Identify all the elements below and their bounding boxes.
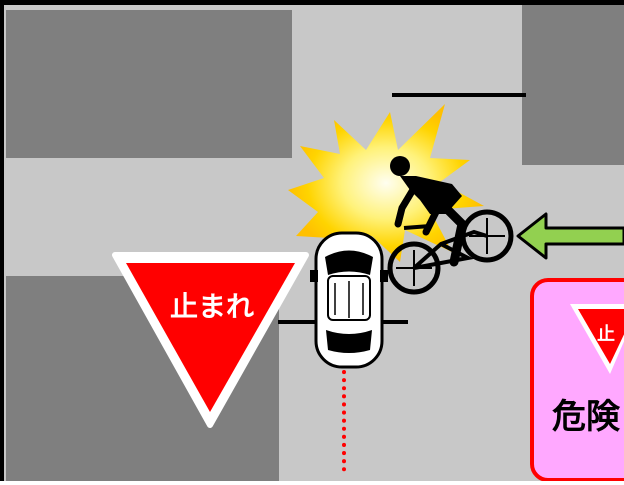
block-top-left: [6, 10, 292, 158]
left-border: [0, 0, 4, 481]
stop-sign-label: 止まれ: [170, 290, 254, 323]
block-top-right: [522, 5, 624, 165]
small-stop-sign-label: 止: [597, 323, 615, 345]
warning-panel: 止 危険: [532, 280, 624, 480]
top-border: [0, 0, 624, 5]
stop-line-top: [392, 93, 526, 97]
warning-panel-text: 危険: [552, 397, 621, 437]
car-icon: [310, 233, 388, 367]
